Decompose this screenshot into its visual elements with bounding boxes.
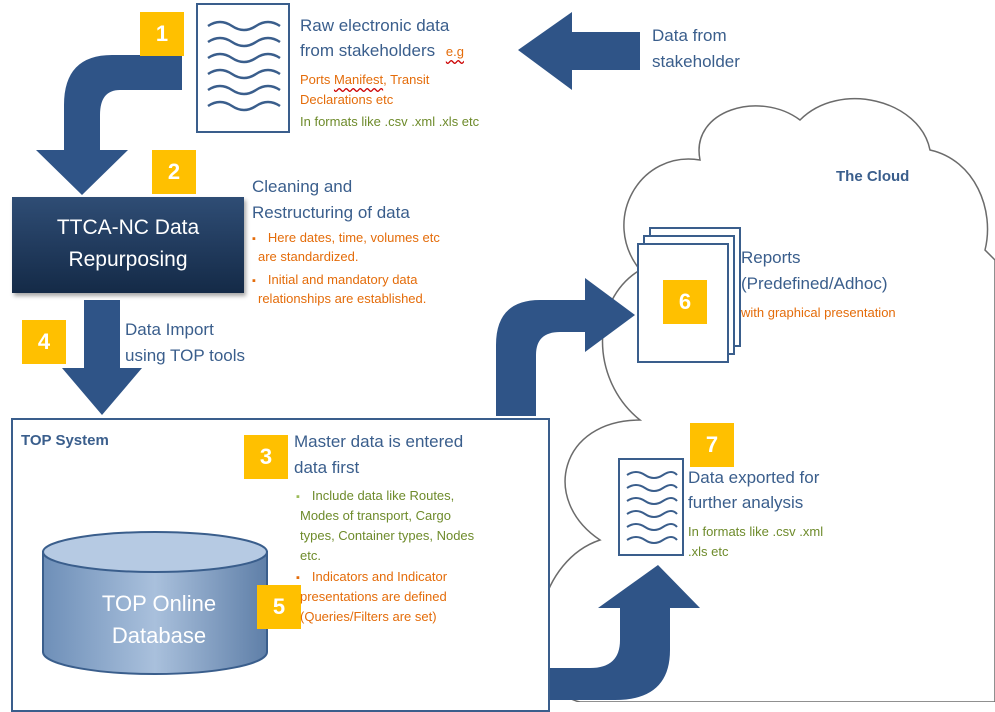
export-document-icon	[618, 458, 684, 556]
step4-line1: Data Import	[125, 320, 214, 339]
step-number-2: 2	[152, 150, 196, 194]
step3-bullet2-line1: Indicators and Indicator	[296, 567, 447, 588]
step2-bullet1-line2: are standardized.	[258, 249, 359, 264]
step7-title-line2: further analysis	[688, 493, 804, 512]
left-arrow	[518, 12, 640, 90]
step-number-5: 5	[257, 585, 301, 629]
step2-bullet2-line2: relationships are established.	[258, 291, 427, 306]
curved-arrow-export	[550, 565, 700, 700]
data-from-stakeholder-line1: Data from	[652, 26, 727, 45]
step6-title-line1: Reports	[741, 248, 801, 267]
step1-formats: In formats like .csv .xml .xls etc	[300, 114, 480, 129]
data-from-stakeholder-line2: stakeholder	[652, 52, 740, 71]
step1-detail-line2: Declarations etc	[300, 92, 394, 104]
step-number-1: 1	[140, 12, 184, 56]
top-system-label: TOP System	[21, 432, 109, 449]
step7-formats-line2: .xls etc	[688, 544, 729, 559]
step1-eg: e.g	[445, 44, 464, 59]
step3-bullet1-line2: Modes of transport, Cargo	[300, 508, 452, 523]
database-line2: Database	[111, 623, 207, 648]
step3-bullet1-line4: etc.	[300, 548, 321, 563]
database-line1: TOP Online	[101, 591, 217, 616]
cloud-shape	[538, 97, 995, 702]
document-icon	[196, 3, 290, 133]
step1-detail-part3: , Transit	[383, 72, 430, 87]
step-number-3: 3	[244, 435, 288, 479]
database-cylinder-icon	[42, 531, 268, 675]
step1-title-line2-wrap: from stakeholders e.g	[300, 39, 464, 64]
step3-bullet2-line3: (Queries/Filters are set)	[300, 609, 437, 624]
report-stack-icon	[637, 227, 741, 363]
step1-title-line2: from stakeholders	[300, 41, 436, 60]
step1-title-line1: Raw electronic data	[300, 16, 450, 35]
curved-arrow-reports	[496, 278, 635, 416]
step-number-6: 6	[663, 280, 707, 324]
step2-title-line2: Restructuring of data	[252, 203, 410, 222]
down-arrow	[62, 300, 142, 415]
cloud-label: The Cloud	[836, 168, 910, 185]
repurposing-line1: TTCA-NC Data	[56, 216, 200, 239]
step4-line2: using TOP tools	[125, 346, 246, 365]
step3-bullet2-line2: presentations are defined	[300, 589, 447, 604]
repurposing-box: TTCA-NC Data Repurposing	[12, 197, 244, 293]
top-system-box: TOP System TOP Online Database	[11, 418, 550, 712]
step3-title-line1: Master data is entered	[294, 432, 464, 451]
step1-detail-line1: Ports Manifest, Transit	[300, 70, 429, 90]
step3-title-line2: data first	[294, 458, 360, 477]
step3-bullet1-line3: types, Container types, Nodes	[300, 528, 475, 543]
step1-detail-part2: Manifest	[333, 72, 384, 87]
step6-subtitle: with graphical presentation	[741, 305, 896, 320]
step2-bullet1-line1: Here dates, time, volumes etc	[252, 228, 440, 249]
step2-title-line1: Cleaning and	[252, 177, 353, 196]
step-number-4: 4	[22, 320, 66, 364]
step3-bullet1-line1: Include data like Routes,	[296, 486, 454, 507]
step7-formats-line1: In formats like .csv .xml	[688, 524, 824, 539]
step6-title-line2: (Predefined/Adhoc)	[741, 274, 888, 293]
step2-bullet2-line1: Initial and mandatory data	[252, 270, 418, 291]
step-number-7: 7	[690, 423, 734, 467]
curved-arrow-step1	[36, 55, 182, 195]
repurposing-line2: Repurposing	[68, 248, 188, 271]
step7-title-line1: Data exported for	[688, 468, 820, 487]
step1-detail-part1: Ports	[300, 72, 334, 87]
